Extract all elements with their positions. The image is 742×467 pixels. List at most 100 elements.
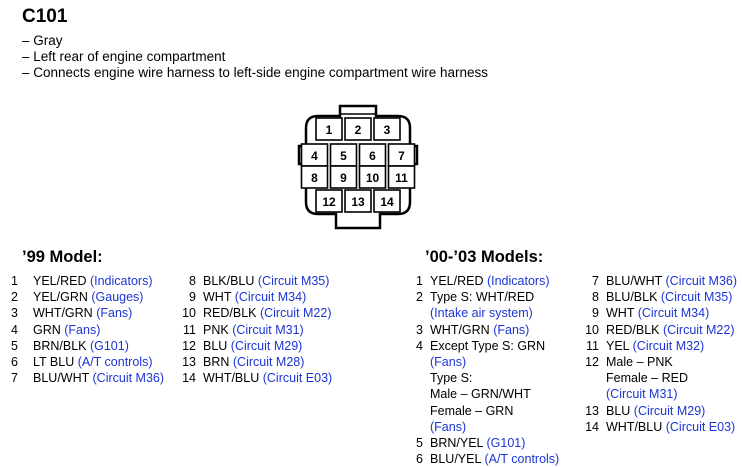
pin-cavity (329, 165, 358, 189)
pin-number: 14 (182, 371, 196, 386)
circuit-link[interactable]: (Circuit E03) (665, 419, 736, 434)
circuit-link[interactable]: (Circuit M34) (637, 306, 710, 321)
wire-color: Male – PNK (606, 355, 673, 370)
circuit-link[interactable]: (G101) (89, 338, 129, 353)
wire-color: LT BLU (33, 355, 78, 370)
pin-label: 12 (322, 195, 336, 209)
wire-color: GRN (33, 322, 65, 337)
circuit-link[interactable]: (Circuit E03) (262, 371, 333, 386)
pin-entry: 5 BRN/YEL (G101) (403, 435, 559, 451)
pin-cavity (344, 117, 372, 141)
model-99-heading: ’99 Model: (22, 248, 103, 266)
circuit-link[interactable]: (Circuit M32) (632, 338, 705, 353)
pin-entry: 4 GRN (Fans) (11, 322, 164, 338)
pin-cavity (315, 189, 343, 213)
pin-label: 5 (340, 149, 347, 163)
circuit-link[interactable]: (Fans) (96, 306, 133, 321)
wire-color: BLK/BLU (203, 274, 258, 288)
wire-color: BLU (606, 403, 634, 418)
wire-color: RED/BLK (606, 322, 663, 337)
description-color: – Gray (22, 33, 63, 48)
pin-number: 5 (416, 436, 423, 451)
pin-cavity (358, 165, 387, 189)
circuit-link[interactable]: (Circuit M35) (257, 274, 330, 288)
wire-color: PNK (203, 322, 233, 337)
circuit-link[interactable]: (Fans) (430, 419, 467, 434)
pin-number: 14 (585, 419, 599, 434)
circuit-link[interactable]: (Gauges) (91, 290, 144, 305)
circuit-link[interactable]: (A/T controls) (77, 355, 153, 370)
pin-number: 2 (416, 290, 423, 305)
pin-cavity (300, 165, 329, 189)
pin-label: 6 (369, 149, 376, 163)
wire-color: WHT/BLU (606, 419, 666, 434)
circuit-link[interactable]: (Circuit M36) (92, 371, 165, 386)
pin-number: 5 (11, 338, 18, 353)
circuit-link[interactable]: (Circuit M22) (259, 306, 332, 321)
circuit-link[interactable]: (A/T controls) (484, 452, 560, 467)
pin-number: 11 (586, 338, 599, 353)
wire-color: BRN (203, 355, 233, 370)
pin-label: 1 (326, 123, 333, 137)
wire-color: YEL/GRN (33, 290, 92, 305)
wire-color: WHT (203, 290, 235, 305)
pin-number: 12 (585, 355, 599, 370)
pin-label: 7 (398, 149, 405, 163)
description-location: – Left rear of engine compartment (22, 49, 226, 64)
circuit-link[interactable]: (Intake air system) (430, 306, 533, 321)
pin-cavity (344, 189, 372, 213)
circuit-link[interactable]: (Circuit M29) (633, 403, 706, 418)
circuit-link[interactable]: (Indicators) (89, 274, 153, 288)
pin-cavity (373, 189, 401, 213)
pin-entry: 14 WHT/BLU (Circuit E03) (172, 370, 332, 386)
circuit-link[interactable]: (Circuit M28) (232, 355, 305, 370)
pin-label: 14 (380, 195, 394, 209)
wire-color: Female – RED (606, 371, 688, 386)
wire-color: BRN/YEL (430, 436, 487, 451)
wire-color: WHT/BLU (203, 371, 263, 386)
pin-number: 13 (182, 355, 196, 370)
wire-color: Female – GRN (430, 403, 514, 418)
circuit-link[interactable]: (Circuit M29) (230, 338, 303, 353)
circuit-link[interactable]: (Fans) (430, 355, 467, 370)
circuit-link[interactable]: (Circuit M31) (606, 387, 678, 402)
circuit-link[interactable]: (Circuit M34) (234, 290, 307, 305)
circuit-link[interactable]: (Circuit M22) (662, 322, 735, 337)
connector-title: C101 (22, 6, 68, 27)
circuit-link[interactable]: (Fans) (64, 322, 101, 337)
circuit-link[interactable]: (Fans) (493, 322, 530, 337)
pin-entry: 2 Type S: WHT/RED(Intake air system) (403, 289, 559, 321)
circuit-link[interactable]: (Circuit M35) (660, 290, 733, 305)
model-00-03-heading: ’00-’03 Models: (425, 248, 544, 266)
pin-entry: 14 WHT/BLU (Circuit E03) (575, 419, 737, 435)
wire-color: YEL/RED (33, 274, 90, 288)
pin-number: 12 (182, 338, 196, 353)
description-connects: – Connects engine wire harness to left-s… (22, 65, 488, 80)
circuit-link[interactable]: (Circuit M31) (232, 322, 304, 337)
pin-cavity (315, 117, 343, 141)
pin-number: 3 (416, 322, 423, 337)
pin-label: 11 (395, 171, 408, 185)
pin-number: 4 (11, 322, 18, 337)
wire-color: Type S: (430, 371, 473, 386)
pin-label: 4 (311, 149, 318, 163)
wire-color: Type S: WHT/RED (430, 290, 535, 305)
circuit-link[interactable]: (Indicators) (486, 274, 550, 288)
circuit-link[interactable]: (G101) (486, 436, 526, 451)
circuit-link[interactable]: (Circuit M36) (665, 274, 738, 288)
pin-number: 3 (11, 306, 18, 321)
pin-label: 9 (340, 171, 347, 185)
